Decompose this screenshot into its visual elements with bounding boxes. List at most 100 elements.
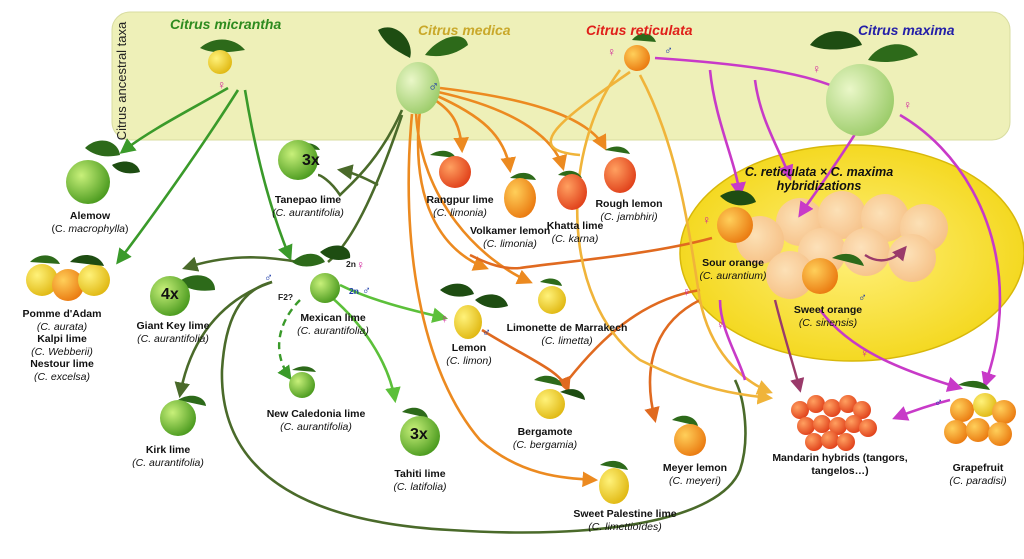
ancestral-panel-label: Citrus ancestral taxa bbox=[114, 21, 129, 141]
mandarin-hybrids-name-1: Mandarin hybrids (tangors, bbox=[772, 452, 908, 464]
giant-key-label: Giant Key lime (C. aurantifolia) bbox=[118, 320, 228, 345]
female-symbol: ♀ bbox=[860, 346, 869, 360]
kirk-name: Kirk lime bbox=[145, 444, 191, 456]
rangpur-fruit-icon bbox=[430, 150, 471, 188]
sweet-orange-name: Sweet orange bbox=[793, 304, 863, 316]
2n-tag: 2n bbox=[346, 259, 356, 269]
female-symbol: ♀ bbox=[356, 258, 365, 272]
sour-orange-fruit-icon bbox=[717, 190, 756, 243]
tahiti-sci: (C. latifolia) bbox=[393, 480, 447, 493]
new-caledonia-label: New Caledonia lime (C. aurantifolia) bbox=[256, 408, 376, 433]
reticulata-fruit-icon bbox=[624, 33, 656, 71]
medica-fruit-icon bbox=[378, 27, 468, 114]
mexican-fruit-icon bbox=[292, 245, 351, 303]
sweet-orange-arrows bbox=[773, 245, 907, 393]
tanepao-sci: (C. aurantifolia) bbox=[272, 206, 344, 219]
fruit-icons bbox=[26, 27, 1016, 504]
giant-key-fruit-icon bbox=[150, 275, 215, 316]
ancestral-panel bbox=[111, 11, 1011, 141]
hybrid-title-line-1: C. reticulata × C. maxima bbox=[744, 165, 894, 179]
volkamer-sci: (C. limonia) bbox=[483, 237, 537, 250]
new-caledonia-sci: (C. aurantifolia) bbox=[280, 420, 352, 433]
tanepao-name: Tanepao lime bbox=[274, 194, 342, 206]
meyer-fruit-icon bbox=[672, 415, 706, 456]
kalpi-name: Kalpi lime bbox=[37, 333, 87, 345]
khatta-name: Khatta lime bbox=[546, 220, 604, 232]
sweet-orange-label: Sweet orange (C. sinensis) bbox=[788, 304, 868, 329]
female-symbol: ♀ bbox=[217, 78, 226, 92]
sweet-palestine-name: Sweet Palestine lime bbox=[573, 508, 677, 520]
micrantha-label: Citrus micrantha bbox=[170, 16, 282, 32]
male-symbol: ♂ bbox=[934, 395, 943, 409]
meyer-label: Meyer lemon (C. meyeri) bbox=[650, 462, 740, 487]
sweet-orange-sci: (C. sinensis) bbox=[798, 316, 858, 329]
sweet-palestine-label: Sweet Palestine lime (C. limettioïdes) bbox=[560, 508, 690, 533]
new-caledonia-fruit-icon bbox=[289, 366, 316, 398]
f2-dashed-arrow bbox=[277, 299, 301, 381]
female-symbol: ♀ bbox=[812, 62, 821, 76]
sweet-orange-fruit-icon bbox=[802, 253, 864, 294]
tahiti-ploidy: 3x bbox=[410, 426, 428, 443]
female-symbol: ♀ bbox=[903, 98, 912, 112]
medica-arrows bbox=[407, 86, 607, 488]
lemon-fruit-icon bbox=[440, 283, 508, 339]
khatta-sci: (C. karna) bbox=[551, 232, 599, 245]
bergamote-sci: (C. bergamia) bbox=[512, 438, 578, 451]
mexican-label: Mexican lime (C. aurantifolia) bbox=[278, 312, 388, 337]
new-caledonia-name: New Caledonia lime bbox=[266, 408, 366, 420]
hybrid-title-line-2: hybridizations bbox=[776, 179, 862, 193]
rough-fruit-icon bbox=[604, 146, 636, 193]
giant-key-ploidy: 4x bbox=[161, 286, 179, 303]
kirk-label: Kirk lime (C. aurantifolia) bbox=[118, 444, 218, 469]
female-symbol: ♀ bbox=[440, 312, 449, 326]
limonette-label: Limonette de Marrakech (C. limetta) bbox=[502, 322, 632, 347]
tanepao-fruit-icon bbox=[278, 140, 320, 180]
male-symbol: ♂ bbox=[858, 290, 867, 304]
khatta-label: Khatta lime (C. karna) bbox=[540, 220, 610, 245]
alemow-fruit-icon bbox=[66, 140, 140, 204]
volkamer-label: Volkamer lemon (C. limonia) bbox=[470, 225, 550, 250]
bergamote-fruit-icon bbox=[534, 375, 585, 419]
limonette-fruit-icon bbox=[538, 278, 566, 314]
tanepao-label: Tanepao lime (C. aurantifolia) bbox=[258, 194, 358, 219]
alemow-sci: macrophylla bbox=[68, 222, 126, 235]
f2-tag: F2? bbox=[278, 292, 294, 302]
kirk-fruit-icon bbox=[160, 395, 206, 436]
2n-tag: 2n bbox=[349, 286, 359, 296]
mandarin-hybrids-name-2: tangelos…) bbox=[811, 464, 869, 477]
medica-label: Citrus medica bbox=[418, 22, 511, 38]
male-symbol: ♂ bbox=[362, 283, 371, 297]
lemon-sci: (C. limon) bbox=[446, 354, 492, 367]
nestour-sci: (C. excelsa) bbox=[33, 370, 90, 383]
kirk-sci: (C. aurantifolia) bbox=[132, 456, 204, 469]
reticulata-orange-arrows bbox=[469, 236, 713, 424]
micrantha-arrows bbox=[116, 86, 293, 265]
kalpi-sci: (C. Webberii) bbox=[31, 345, 93, 358]
reticulata-yellow-arrows bbox=[549, 69, 774, 405]
pomme-sci: (C. aurata) bbox=[36, 320, 88, 333]
female-symbol: ♀ bbox=[716, 318, 725, 332]
grapefruit-sci: (C. paradisi) bbox=[949, 474, 1007, 487]
maxima-fruit-icon bbox=[810, 31, 918, 136]
rough-name: Rough lemon bbox=[595, 198, 663, 210]
sour-orange-label: Sour orange (C. aurantium) bbox=[693, 257, 773, 282]
female-symbol: ♀ bbox=[607, 45, 616, 59]
tanepao-ploidy: 3x bbox=[302, 152, 320, 169]
male-symbol: ♂ bbox=[482, 325, 491, 339]
bergamote-name: Bergamote bbox=[517, 426, 573, 438]
alemow-label: Alemow (C. macrophylla) bbox=[40, 210, 140, 235]
reticulata-label: Citrus reticulata bbox=[586, 22, 693, 38]
mandarin-hybrids-label: Mandarin hybrids (tangors, tangelos…) bbox=[760, 452, 920, 477]
maxima-label: Citrus maxima bbox=[858, 22, 955, 38]
male-symbol: ♂ bbox=[428, 78, 440, 95]
giant-key-sci: (C. aurantifolia) bbox=[137, 332, 209, 345]
meyer-name: Meyer lemon bbox=[662, 462, 728, 474]
pomme-fruit-icon bbox=[26, 255, 110, 301]
volkamer-fruit-icon bbox=[504, 172, 536, 218]
alemow-sci-prefix: (C. bbox=[51, 222, 69, 235]
rough-label: Rough lemon (C. jambhiri) bbox=[594, 198, 664, 223]
volkamer-name: Volkamer lemon bbox=[470, 225, 551, 237]
bergamote-label: Bergamote (C. bergamia) bbox=[505, 426, 585, 451]
